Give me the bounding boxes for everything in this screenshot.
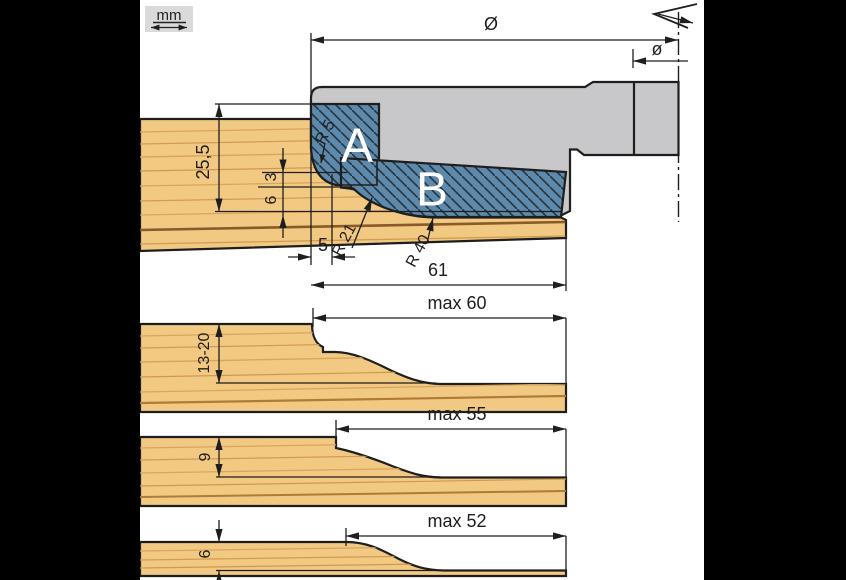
thickness-3-label: 6 (197, 549, 214, 558)
cut-height-label: 25,5 (193, 144, 213, 179)
knife-a-label: A (341, 120, 373, 173)
dim-steps: 3 6 (258, 148, 352, 238)
cutter-section-diagram: A B Ø ø 25,5 (138, 3, 698, 291)
dim-bore-diameter: ø (632, 39, 688, 68)
rotation-direction-icon (651, 3, 698, 29)
dim-thickness-2: 9 (197, 437, 441, 478)
dim-max-width-1: max 60 (312, 293, 567, 385)
max-width-3-label: max 52 (427, 511, 486, 531)
thickness-2-label: 9 (197, 452, 214, 461)
outer-diameter-label: Ø (484, 14, 498, 34)
dim-thickness-1: 13-20 (196, 324, 436, 384)
thickness-1-label: 13-20 (196, 332, 213, 373)
step-small-label: 3 (263, 172, 280, 181)
knife-b-insert-outline (340, 157, 378, 186)
dim-max-width-3: max 52 (345, 511, 567, 570)
dim-outer-diameter: Ø (310, 14, 678, 265)
mm-unit-badge: mm (145, 6, 193, 32)
dim-profile-width: 61 (311, 219, 567, 291)
unit-label: mm (157, 7, 182, 24)
dim-max-width-2: max 55 (335, 404, 567, 477)
bore-diameter-label: ø (652, 39, 663, 59)
profile-diagram-1: max 60 13-20 (138, 293, 568, 414)
profile-width-label: 61 (428, 260, 448, 280)
profile-diagram-3: max 52 6 (138, 511, 568, 580)
knife-b-label: B (416, 164, 448, 217)
dim-thickness-3: 6 (197, 520, 444, 580)
knife-b-shape (339, 156, 568, 219)
dim-cut-height: 25,5 (193, 103, 562, 213)
step-large-label: 6 (263, 195, 280, 204)
dim-edge-offset: 5 (288, 174, 355, 265)
left-frame-bar (0, 0, 140, 580)
edge-offset-label: 5 (318, 235, 328, 255)
right-frame-bar (704, 0, 846, 580)
max-width-2-label: max 55 (427, 404, 486, 424)
max-width-1-label: max 60 (427, 293, 486, 313)
